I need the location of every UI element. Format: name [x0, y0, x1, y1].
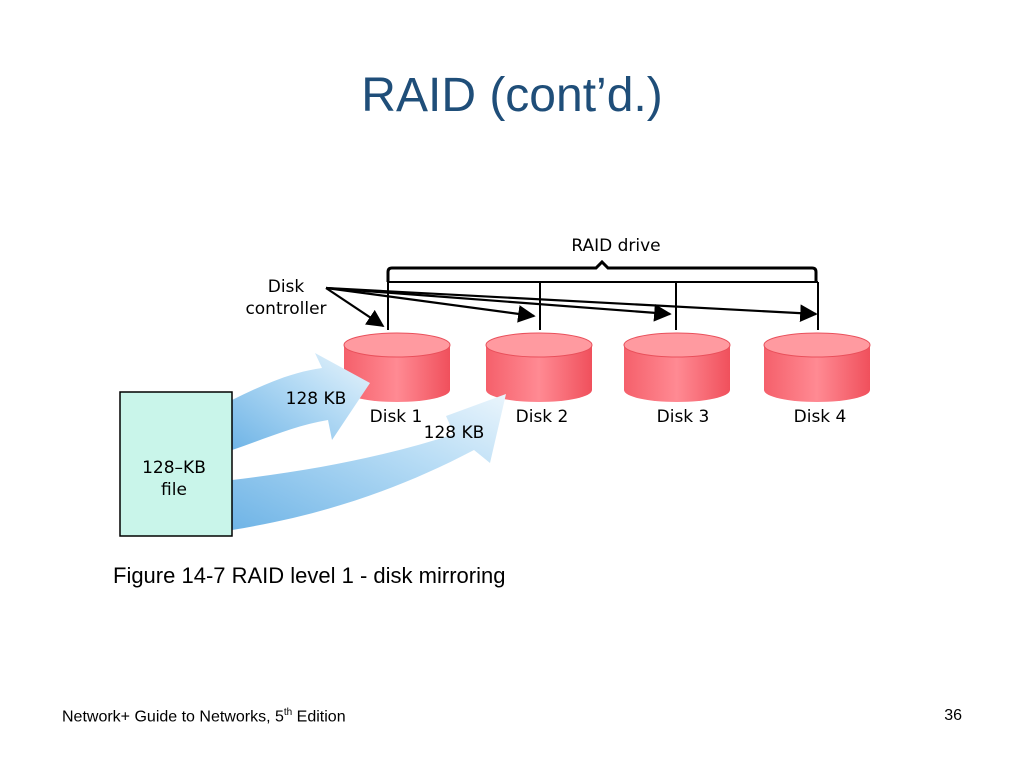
figure-caption: Figure 14-7 RAID level 1 - disk mirrorin… — [113, 563, 506, 588]
file-label-line1: 128–KB — [142, 458, 206, 478]
file-box — [119, 391, 233, 537]
flow-arrow-to-disk-1 — [232, 353, 370, 450]
flow-arrow-to-disk-2 — [232, 394, 506, 530]
flow-label-2: 128 KB — [424, 423, 485, 443]
disk-3-label: Disk 3 — [657, 407, 710, 427]
slide-title: RAID (cont’d.) — [361, 69, 663, 122]
footer-title-suffix: Edition — [292, 708, 346, 726]
raid-drive-label: RAID drive — [571, 236, 660, 256]
disk-2 — [485, 332, 593, 402]
page-number: 36 — [944, 707, 962, 724]
disk-4 — [763, 332, 871, 402]
footer-title-sup: th — [283, 707, 293, 718]
disk-1 — [343, 332, 451, 402]
flow-label-1: 128 KB — [286, 389, 347, 409]
footer-title-prefix: Network+ Guide to Networks, 5 — [62, 708, 284, 726]
raid-drive-bracket — [386, 259, 818, 282]
controller-arrows — [325, 286, 818, 327]
controller-label-line2: controller — [245, 299, 326, 319]
footer-book-title: Network+ Guide to Networks, 5th Edition — [62, 707, 346, 726]
disk-1-label: Disk 1 — [370, 407, 423, 427]
controller-label-line1: Disk — [268, 277, 305, 297]
disk-3 — [623, 332, 731, 402]
disk-4-label: Disk 4 — [794, 407, 847, 427]
file-label-line2: file — [161, 480, 187, 500]
disk-2-label: Disk 2 — [516, 407, 569, 427]
